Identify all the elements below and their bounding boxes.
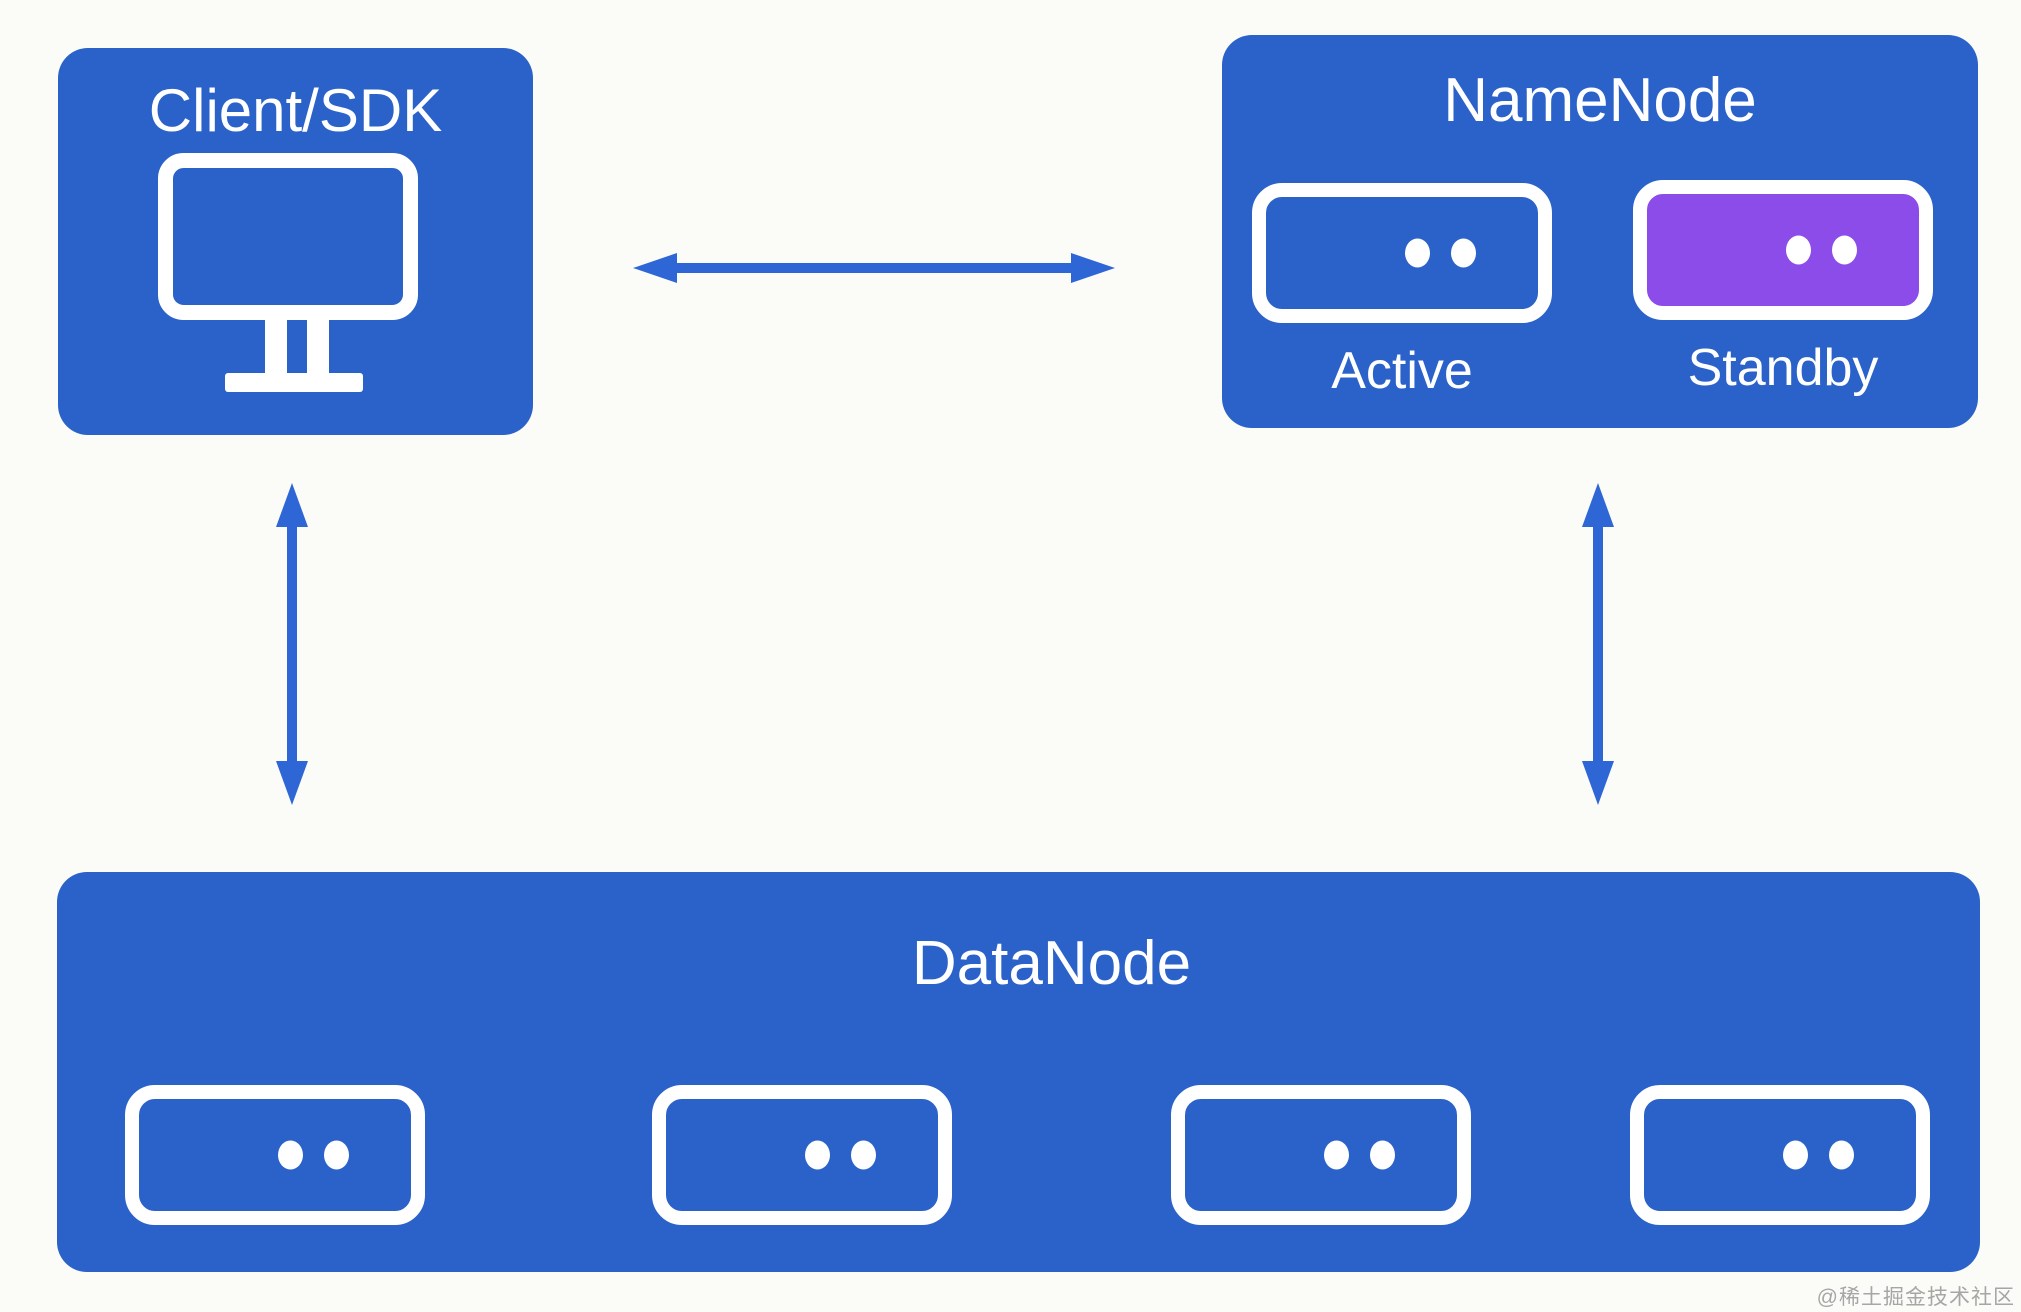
server-icon xyxy=(652,1085,952,1225)
client-datanode-arrow-icon xyxy=(276,483,308,805)
standby-label: Standby xyxy=(1687,339,1879,397)
server-led-icon xyxy=(1785,235,1811,265)
datanode-node: DataNode xyxy=(57,872,1980,1272)
server-led-icon xyxy=(277,1140,303,1170)
client-namenode-arrow-icon xyxy=(633,253,1115,283)
namenode-node: NameNode Active Standby xyxy=(1222,35,1978,428)
server-led-icon xyxy=(1782,1140,1808,1170)
client-sdk-node: Client/SDK xyxy=(58,48,533,435)
client-sdk-title: Client/SDK xyxy=(148,77,443,144)
namenode-active-group: Active xyxy=(1252,183,1552,400)
watermark: @稀土掘金技术社区 xyxy=(1816,1286,2015,1309)
server-icon xyxy=(1633,180,1933,320)
server-led-icon xyxy=(1369,1140,1395,1170)
server-icon xyxy=(125,1085,425,1225)
namenode-standby-group: Standby xyxy=(1633,180,1933,397)
server-led-icon xyxy=(323,1140,349,1170)
server-led-icon xyxy=(850,1140,876,1170)
server-icon xyxy=(1171,1085,1471,1225)
namenode-datanode-arrow-icon xyxy=(1582,483,1614,805)
server-led-icon xyxy=(1323,1140,1349,1170)
active-label: Active xyxy=(1331,342,1473,400)
datanode-title: DataNode xyxy=(911,929,1192,998)
server-icon xyxy=(1252,183,1552,323)
server-led-icon xyxy=(1831,235,1857,265)
server-led-icon xyxy=(1450,238,1476,268)
monitor-icon xyxy=(158,153,418,392)
namenode-title: NameNode xyxy=(1443,66,1757,135)
server-led-icon xyxy=(1828,1140,1854,1170)
server-led-icon xyxy=(804,1140,830,1170)
server-led-icon xyxy=(1404,238,1430,268)
server-icon xyxy=(1630,1085,1930,1225)
